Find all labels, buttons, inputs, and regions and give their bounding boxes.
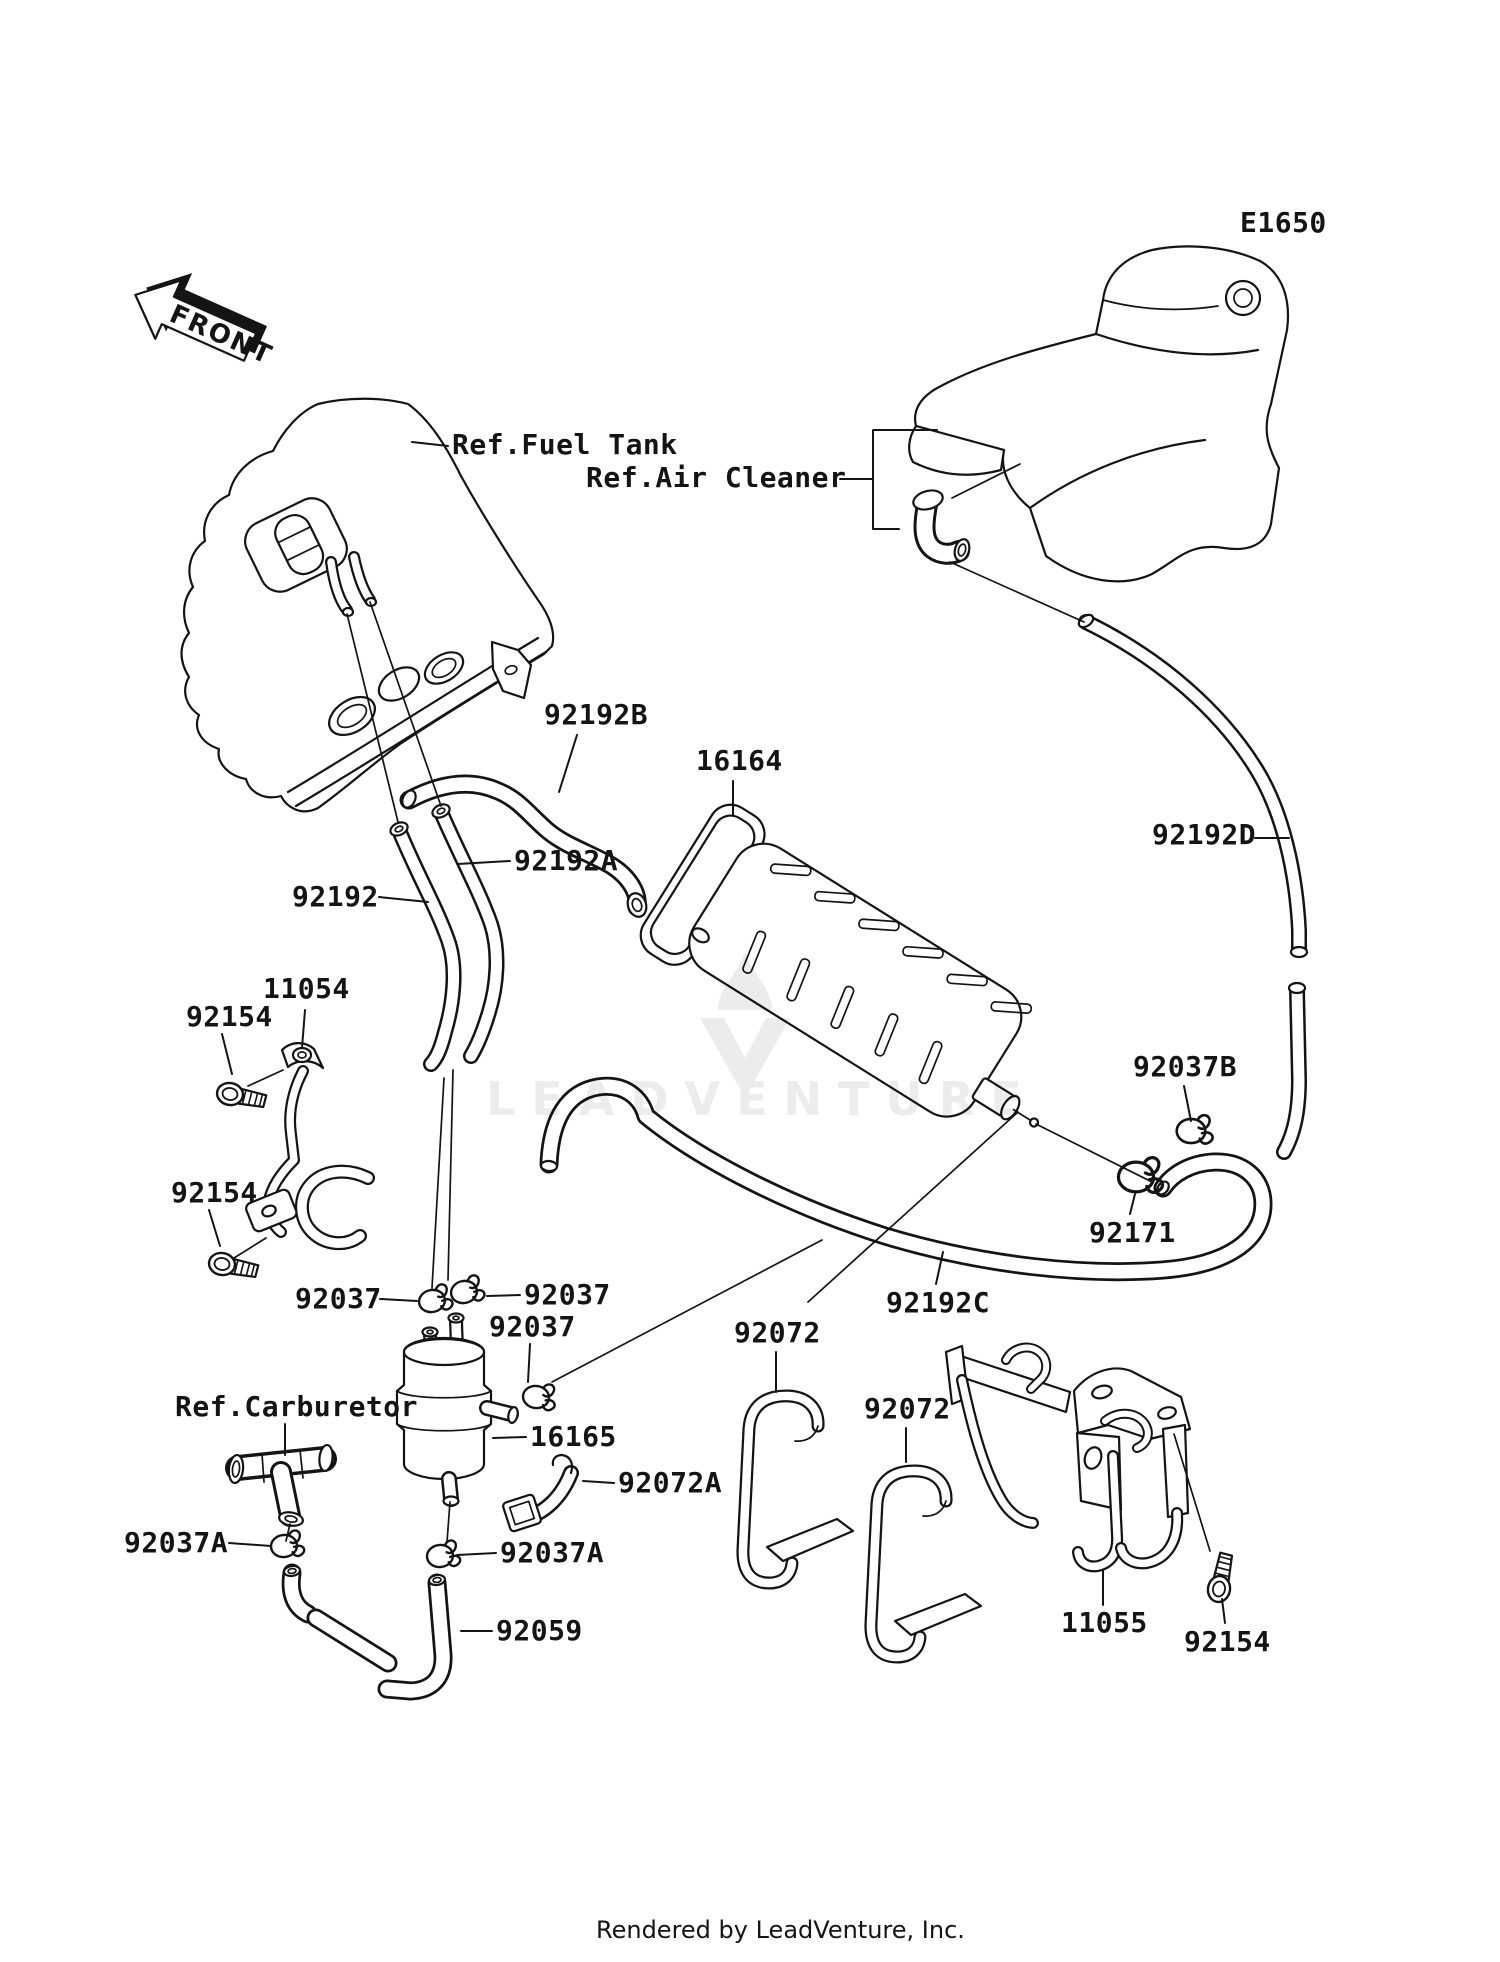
part-label-92154-b[interactable]: 92154 — [171, 1176, 258, 1209]
part-label-92037-c[interactable]: 92037 — [489, 1310, 576, 1343]
assembly-lines — [233, 463, 1211, 1552]
fuel-cap — [244, 497, 348, 593]
part-label-ref-carburetor[interactable]: Ref.Carburetor — [175, 1390, 419, 1423]
part-label-e1650: E1650 — [1240, 206, 1327, 239]
part-label-16164[interactable]: 16164 — [696, 744, 783, 777]
part-label-92072-a[interactable]: 92072 — [734, 1316, 821, 1349]
bracket-11054 — [245, 1042, 375, 1250]
air-cleaner-drawing — [908, 245, 1290, 583]
leader-lines — [208, 429, 1290, 1632]
part-label-92154-a[interactable]: 92154 — [186, 1000, 273, 1033]
part-label-ref-fuel-tank[interactable]: Ref.Fuel Tank — [452, 428, 678, 461]
canister-16164 — [639, 803, 1040, 1128]
hose-92192a — [431, 803, 505, 1064]
footer-credit: Rendered by LeadVenture, Inc. — [596, 1916, 965, 1944]
hose-92059 — [281, 1563, 453, 1701]
part-label-92037a-a[interactable]: 92037A — [124, 1526, 229, 1559]
part-label-92192b[interactable]: 92192B — [544, 698, 649, 731]
part-label-ref-air-cleaner[interactable]: Ref.Air Cleaner — [586, 461, 847, 494]
band-clamp-92072-right — [864, 1464, 983, 1664]
part-label-92192a[interactable]: 92192A — [514, 844, 619, 877]
hose-92192b — [399, 774, 648, 918]
part-label-92059[interactable]: 92059 — [496, 1614, 583, 1647]
hose-92192d — [1077, 613, 1309, 1160]
part-label-11054[interactable]: 11054 — [263, 972, 350, 1005]
bracket-11055 — [944, 1342, 1192, 1573]
t-fitting-carburetor — [225, 1443, 337, 1527]
part-label-92192c[interactable]: 92192C — [886, 1286, 991, 1319]
strap-92072a — [502, 1453, 579, 1533]
part-label-16165[interactable]: 16165 — [530, 1420, 617, 1453]
part-label-11055[interactable]: 11055 — [1061, 1606, 1148, 1639]
part-label-92037b[interactable]: 92037B — [1133, 1050, 1238, 1083]
air-cleaner-elbow-fitting — [912, 489, 971, 565]
part-label-92072-b[interactable]: 92072 — [864, 1392, 951, 1425]
part-label-92171[interactable]: 92171 — [1089, 1216, 1176, 1249]
part-label-92072a[interactable]: 92072A — [618, 1466, 723, 1499]
part-label-92192[interactable]: 92192 — [292, 880, 379, 913]
fuel-filter-16165 — [395, 1312, 519, 1507]
hose-92192 — [389, 821, 462, 1072]
part-label-92037-a[interactable]: 92037 — [295, 1282, 382, 1315]
part-label-92037-b[interactable]: 92037 — [524, 1278, 611, 1311]
part-label-92154-c[interactable]: 92154 — [1184, 1625, 1271, 1658]
part-label-92192d[interactable]: 92192D — [1152, 818, 1257, 851]
fuel-tank-drawing — [180, 397, 555, 813]
part-label-92037a-b[interactable]: 92037A — [500, 1536, 605, 1569]
band-clamp-92072-left — [736, 1389, 855, 1590]
